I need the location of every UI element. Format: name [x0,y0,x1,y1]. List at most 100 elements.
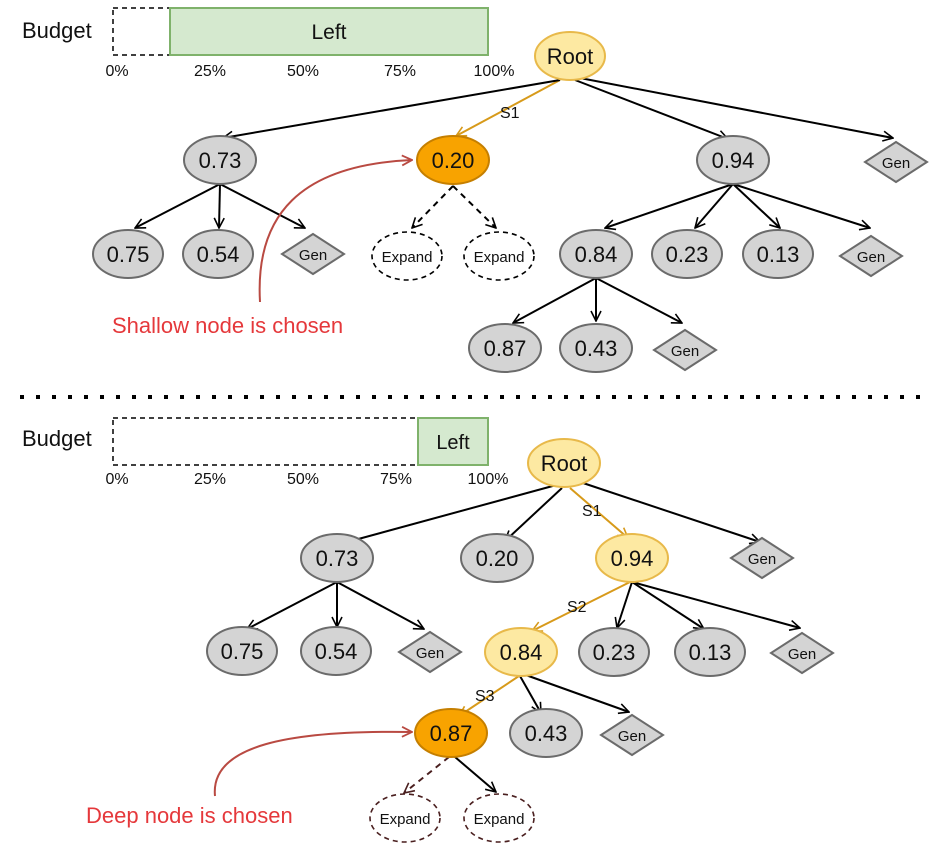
bottom-edge-root-b [505,487,563,541]
top-node-a2-value: 0.54 [197,242,240,267]
bottom-node-a-value: 0.73 [316,546,359,571]
bottom-edge-root-a [340,483,561,544]
bottom-note-arrow [213,732,412,797]
bottom-node-a2-value: 0.54 [315,639,358,664]
bottom-tick-75: 75% [380,471,412,488]
top-node-c2: 0.23 [651,229,723,279]
bottom-node-c12-value: 0.43 [525,721,568,746]
top-node-a1: 0.75 [92,229,164,279]
top-node-c13-gen: Gen [652,328,718,372]
bottom-node-c4-label: Gen [788,646,816,663]
top-note-text: Shallow node is chosen [112,313,343,338]
bottom-node-c11-value: 0.87 [430,721,473,746]
bottom-edge-c11-c112 [454,756,496,792]
bottom-node-a2: 0.54 [300,626,372,676]
top-edge-c-c2 [695,183,734,228]
bottom-node-c11-selected: 0.87 [414,708,488,758]
top-node-b2-expand: Expand [463,231,535,281]
bottom-step-s2: S2 [567,599,587,616]
bottom-edge-c1-c13 [522,673,629,712]
top-node-a1-value: 0.75 [107,242,150,267]
top-node-c: 0.94 [696,135,770,185]
top-note-arrow [258,160,412,303]
bottom-node-b: 0.20 [460,533,534,583]
top-node-a3-label: Gen [299,247,327,264]
bottom-node-a3-gen: Gen [397,630,463,674]
bottom-node-a1-value: 0.75 [221,639,264,664]
top-node-b2-label: Expand [474,249,525,266]
top-budget-left [169,7,489,56]
top-edge-a-a1 [135,183,221,229]
bottom-edge-c-c1 [532,581,631,632]
bottom-node-c111-label: Expand [380,811,431,828]
bottom-budget-left-label: Left [436,432,470,454]
bottom-node-c4-gen: Gen [769,631,835,675]
bottom-node-c13-label: Gen [618,728,646,745]
bottom-edge-c1-c12 [519,675,541,713]
bottom-edge-a-a1 [247,581,338,630]
top-budget-left-label: Left [311,21,346,44]
top-node-d-gen: Gen [863,140,929,184]
bottom-step-s1: S1 [582,503,602,520]
bottom-node-c1-value: 0.84 [500,640,543,665]
bottom-node-c13-gen: Gen [599,713,665,757]
bottom-node-c112-label: Expand [474,811,525,828]
bottom-node-c112-expand: Expand [463,793,535,843]
bottom-tick-50: 50% [287,471,319,488]
top-node-b1-expand: Expand [371,231,443,281]
top-edge-a-a2 [219,183,220,228]
bottom-node-d-label: Gen [748,551,776,568]
top-node-a: 0.73 [183,135,257,185]
bottom-budget-bar: Budget Left 0% 25% 50% 75% 100% [22,417,509,488]
bottom-step-s3: S3 [475,688,495,705]
bottom-node-c3-value: 0.13 [689,640,732,665]
top-node-c11-value: 0.87 [484,336,527,361]
top-tick-100: 100% [474,63,515,80]
bottom-node-c12: 0.43 [509,708,583,758]
top-budget-label: Budget [22,18,92,43]
bottom-edges [247,481,800,793]
top-edge-root-b [456,79,561,137]
top-node-c12-value: 0.43 [575,336,618,361]
bottom-node-c3: 0.13 [674,627,746,677]
bottom-node-a3-label: Gen [416,645,444,662]
bottom-tick-0: 0% [105,471,128,488]
bottom-note-text: Deep node is chosen [86,803,293,828]
bottom-root-label: Root [541,451,587,476]
bottom-node-d-gen: Gen [729,536,795,580]
top-tick-0: 0% [105,63,128,80]
top-root-node: Root [534,31,606,81]
top-node-a-value: 0.73 [199,148,242,173]
bottom-tick-25: 25% [194,471,226,488]
top-tick-25: 25% [194,63,226,80]
bottom-node-c1-path: 0.84 [484,627,558,677]
top-node-a3-gen: Gen [280,232,346,276]
top-edge-root-a [223,79,561,138]
bottom-node-c-value: 0.94 [611,546,654,571]
bottom-tick-100: 100% [468,471,509,488]
bottom-edge-c-c4 [631,581,800,628]
bottom-edge-c-c3 [631,581,704,629]
top-node-a2: 0.54 [182,229,254,279]
bottom-node-c111-expand: Expand [369,793,441,843]
top-tick-75: 75% [384,63,416,80]
top-edge-c1-c13 [595,277,682,324]
bottom-edge-c-c2 [617,581,633,628]
top-edges [135,77,893,324]
top-edge-b-b1 [412,185,454,228]
top-node-c-value: 0.94 [712,148,755,173]
bottom-node-a1: 0.75 [206,626,278,676]
bottom-edge-c1-c11 [459,675,520,716]
bottom-edge-c11-c111 [404,756,450,793]
bottom-panel: Budget Left 0% 25% 50% 75% 100% [22,417,835,843]
top-edge-c-c1 [605,183,734,228]
top-node-b1-label: Expand [382,249,433,266]
top-node-c13-label: Gen [671,343,699,360]
bottom-edge-root-d [579,481,760,542]
top-node-c1: 0.84 [559,229,633,279]
top-node-c12: 0.43 [559,323,633,373]
bottom-node-c-path: 0.94 [595,533,669,583]
top-edge-root-c [574,79,728,139]
bottom-budget-label: Budget [22,426,92,451]
